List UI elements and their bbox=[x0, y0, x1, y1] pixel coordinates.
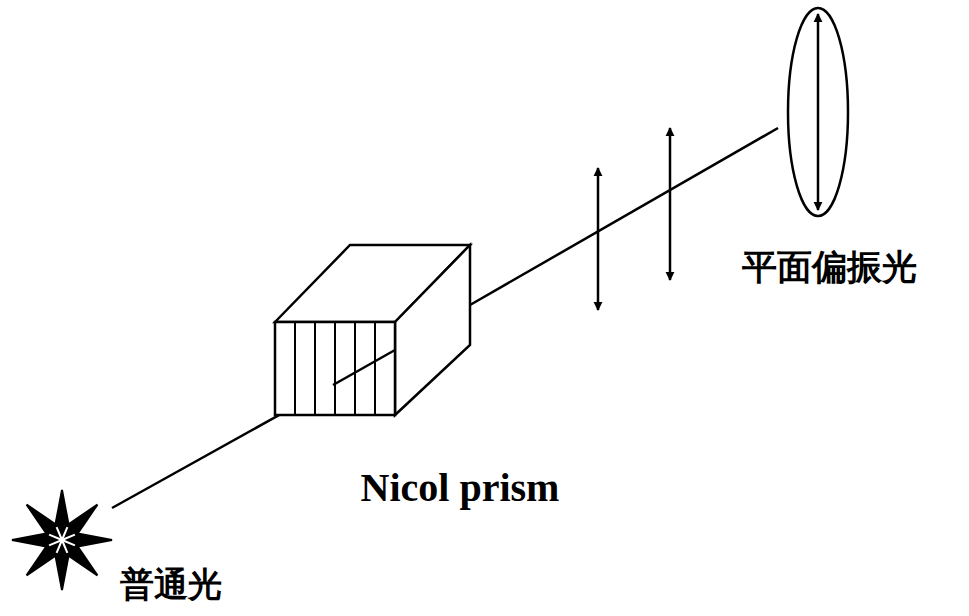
vibration-arrow bbox=[817, 14, 820, 210]
star-spoke bbox=[49, 540, 62, 545]
prism-label: Nicol prism bbox=[361, 466, 560, 510]
vibration-arrow bbox=[597, 168, 600, 310]
polarization-ellipse bbox=[788, 8, 848, 216]
prism-line bbox=[294, 322, 296, 415]
polarized-beam bbox=[470, 128, 778, 305]
output-label: 平面偏振光 bbox=[742, 248, 917, 287]
vibration-arrow bbox=[669, 128, 672, 280]
light-source bbox=[12, 490, 112, 590]
prism-line bbox=[314, 322, 316, 415]
prism-line bbox=[374, 322, 376, 415]
prism-line bbox=[354, 322, 356, 415]
star-spoke bbox=[57, 527, 62, 540]
source-label: 普通光 bbox=[120, 566, 222, 603]
incident-beam-inside bbox=[333, 350, 395, 385]
star-spoke bbox=[62, 535, 75, 540]
nicol-prism bbox=[275, 245, 470, 415]
star-spoke bbox=[62, 540, 67, 553]
prism-line bbox=[334, 322, 336, 415]
